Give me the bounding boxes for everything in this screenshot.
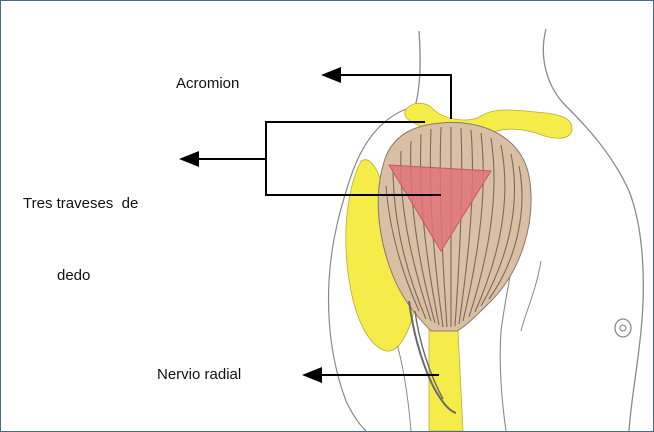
tres-traveses-line2: dedo (23, 264, 138, 288)
neck-outline (413, 31, 420, 113)
tres-traveses-label: Tres traveses de dedo (23, 144, 138, 336)
acromion-label: Acromion (176, 72, 239, 96)
tres-traveses-line1: Tres traveses de (23, 192, 138, 216)
tres-traveses-arrowhead (179, 151, 199, 167)
nipple-outline (615, 319, 631, 337)
neck-outline-right (543, 29, 643, 431)
chest-curve (521, 261, 541, 331)
nervio-radial-arrowhead (302, 367, 322, 383)
nervio-radial-label: Nervio radial (157, 363, 241, 387)
nipple-center (620, 325, 626, 331)
acromion-arrowhead (321, 67, 341, 83)
